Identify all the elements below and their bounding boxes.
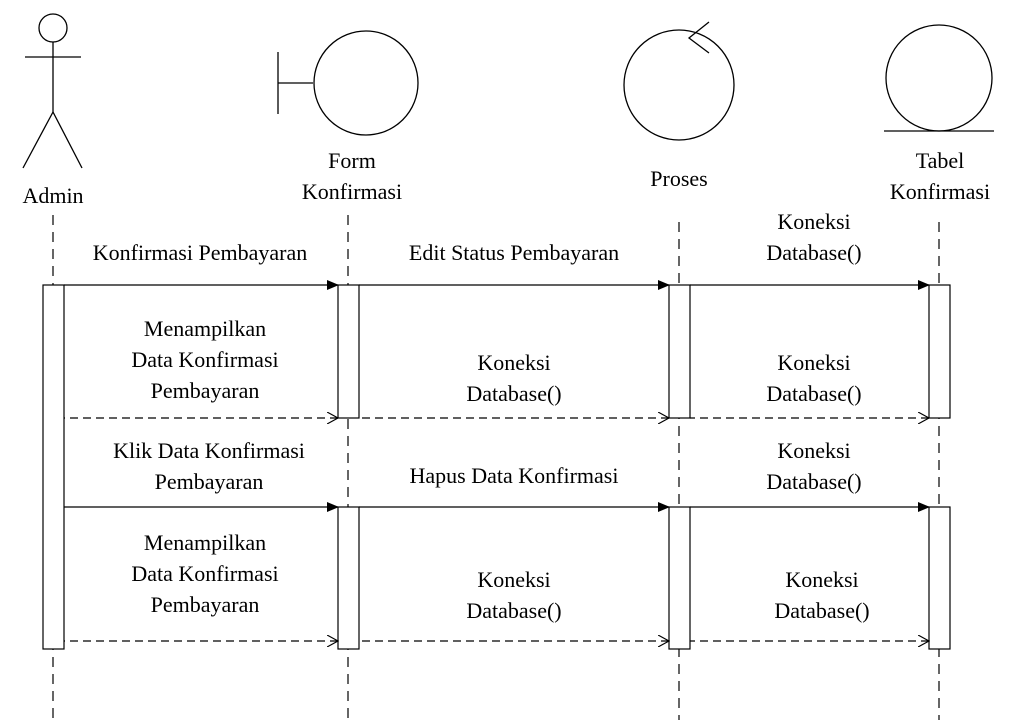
activation-form-2 [337,506,360,650]
message-label: Edit Status Pembayaran [408,237,620,268]
activation-proses-2 [668,506,691,650]
return-label: Menampilkan Data Konfirmasi Pembayaran [131,527,279,620]
participant-label-tabel: Tabel Konfirmasi [889,148,991,204]
message-label: Koneksi Database() [766,206,862,268]
actor-icon [22,13,83,169]
entity-icon [884,24,994,132]
message-label: Klik Data Konfirmasi Pembayaran [113,435,305,497]
boundary-icon [277,30,419,136]
return-label: Koneksi Database() [766,347,862,409]
participant-label-admin: Admin [22,183,84,208]
activation-proses-1 [668,284,691,419]
control-icon [623,21,735,141]
activation-admin [42,284,65,650]
activation-tabel-2 [928,506,951,650]
message-label: Hapus Data Konfirmasi [409,460,619,491]
message-label: Koneksi Database() [766,435,862,497]
return-label: Koneksi Database() [466,347,562,409]
participant-label-form: Form Konfirmasi [301,148,403,204]
activation-form-1 [337,284,360,419]
activation-tabel-1 [928,284,951,419]
return-label: Menampilkan Data Konfirmasi Pembayaran [131,313,279,406]
return-label: Koneksi Database() [466,564,562,626]
return-label: Koneksi Database() [774,564,870,626]
participant-label-proses: Proses [650,166,708,191]
message-label: Konfirmasi Pembayaran [92,237,308,268]
